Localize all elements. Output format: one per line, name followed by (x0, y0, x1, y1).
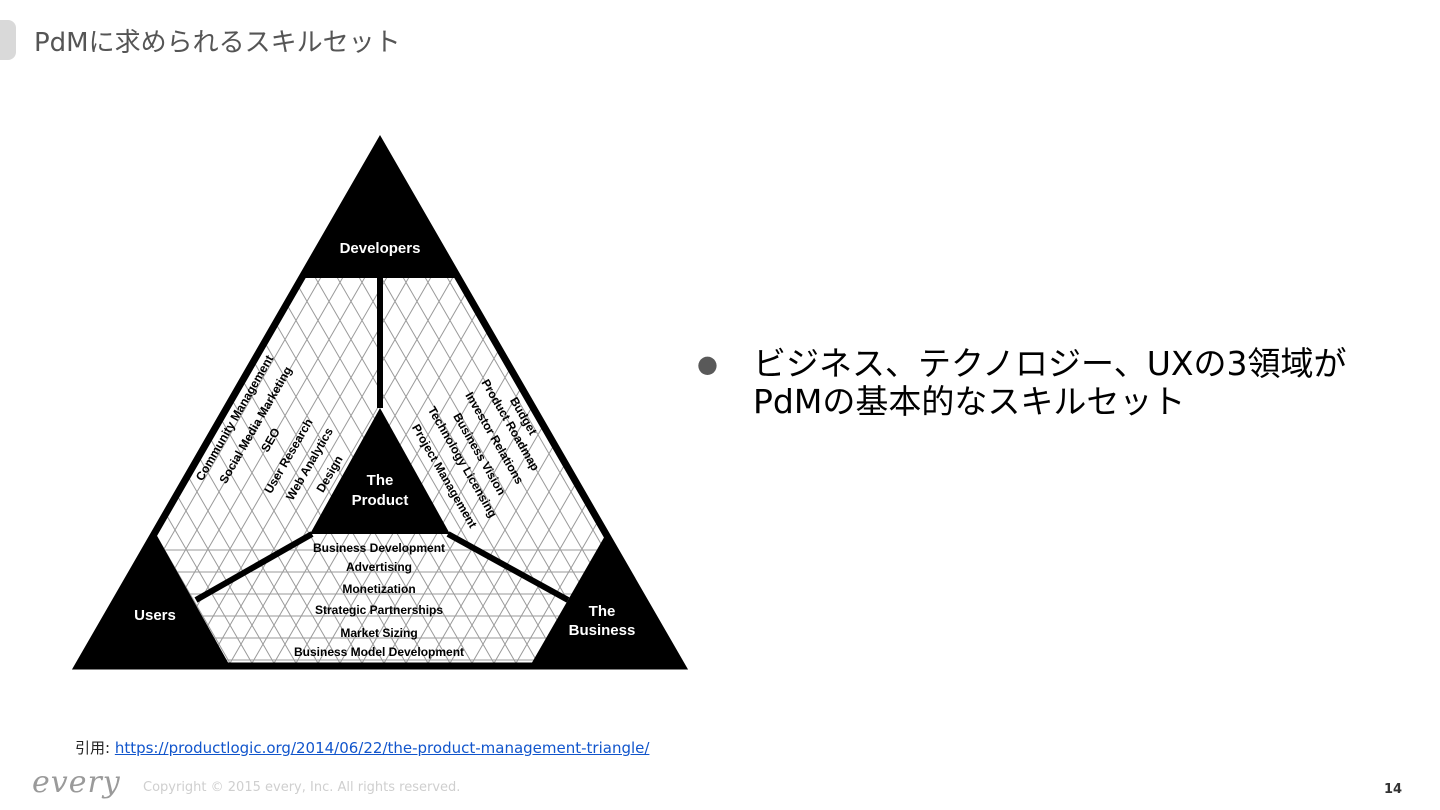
product-center (310, 408, 450, 534)
hatch-line (669, 142, 682, 666)
spoke-right (446, 531, 570, 603)
skill-label-business: Monetization (342, 582, 415, 596)
hatch-line (78, 142, 331, 666)
skill-label-ux: SEO (258, 426, 283, 455)
citation: 引用: https://productlogic.org/2014/06/22/… (75, 737, 649, 758)
title-accent-tab (0, 20, 16, 60)
hatch-line (647, 142, 682, 666)
hatch-line (78, 142, 319, 666)
label-business-line2: Business (569, 622, 636, 639)
spoke-left (194, 531, 314, 603)
label-users: Users (134, 607, 176, 624)
hatch-line (78, 142, 111, 666)
triangle-diagram: Developers Users The Business The Produc… (70, 130, 689, 675)
developers-corner (303, 142, 457, 278)
business-skill-labels: Business DevelopmentAdvertisingMonetizat… (294, 541, 464, 659)
citation-prefix: 引用: (75, 739, 115, 757)
hatch-line (657, 142, 682, 666)
every-logo: every (32, 765, 121, 800)
page-number: 14 (1384, 782, 1403, 797)
product-management-triangle: Developers Users The Business The Produc… (70, 130, 690, 675)
skill-label-business: Business Model Development (294, 645, 464, 659)
hatch-line (78, 142, 121, 666)
bullet-text: ビジネス、テクノロジー、UXの3領域がPdMの基本的なスキルセット (753, 344, 1347, 421)
citation-link[interactable]: https://productlogic.org/2014/06/22/the-… (114, 739, 650, 757)
label-developers: Developers (340, 240, 421, 257)
business-corner (530, 534, 682, 666)
bullet-dot: ● (697, 350, 718, 378)
hatch-line (78, 142, 99, 666)
hatch-line (78, 142, 375, 666)
label-business-line1: The (589, 603, 616, 620)
hatch-line (449, 142, 682, 666)
hatch-line (679, 142, 682, 666)
hatch-line (405, 142, 682, 666)
skill-label-business: Business Development (313, 541, 445, 555)
users-corner (78, 534, 230, 666)
bullet-point: ● ビジネス、テクノロジー、UXの3領域がPdMの基本的なスキルセット (697, 345, 1363, 421)
hatch-line (78, 142, 363, 666)
outer-triangle (71, 134, 689, 670)
slide-title: PdMに求められるスキルセット (34, 28, 401, 58)
label-product-line2: Product (352, 492, 409, 509)
label-product-line1: The (367, 472, 394, 489)
hatch-line (78, 142, 89, 666)
hatch-line (70, 130, 76, 675)
skill-label-business: Market Sizing (340, 626, 417, 640)
skill-label-business: Advertising (346, 560, 412, 574)
skill-label-business: Strategic Partnerships (315, 603, 443, 617)
copyright-text: Copyright © 2015 every, Inc. All rights … (143, 780, 461, 795)
